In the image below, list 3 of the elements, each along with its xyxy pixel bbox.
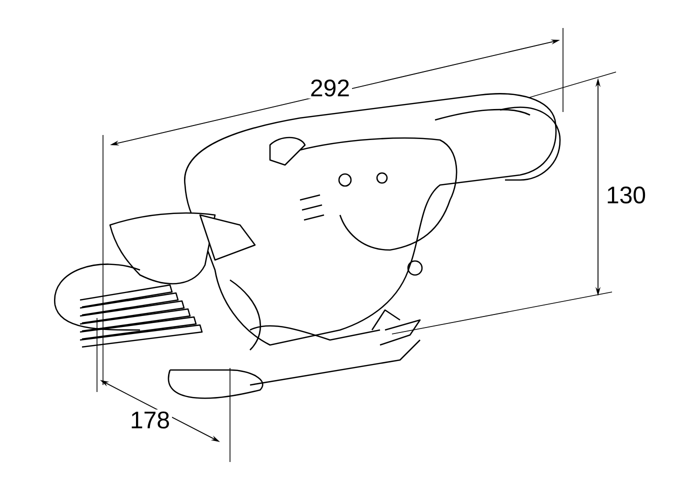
dimension-label: 292 <box>311 80 349 96</box>
dimension-label: 178 <box>132 412 169 428</box>
dimension-label: 130 <box>608 186 646 204</box>
